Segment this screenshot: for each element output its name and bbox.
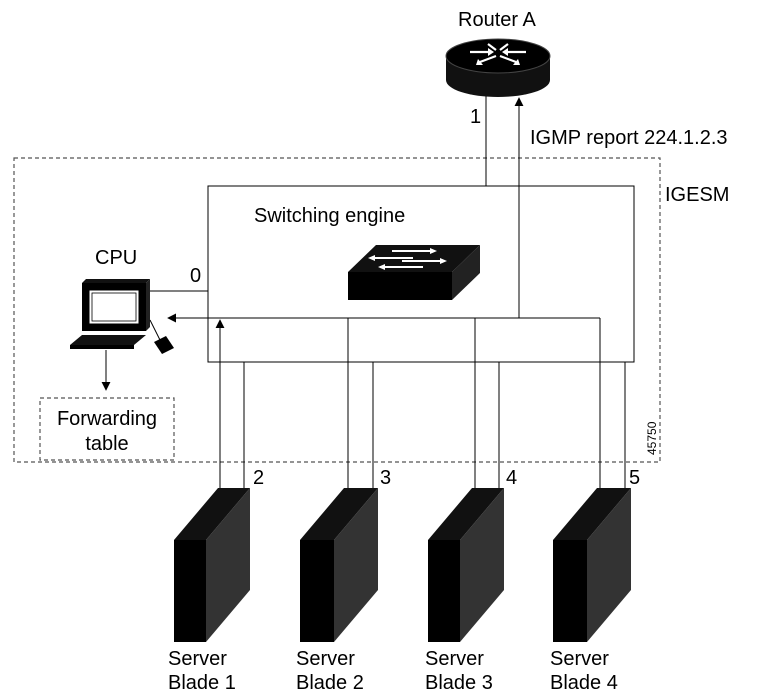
blade-1-label-line2: Blade 1 [168,672,236,694]
switching-engine-box [207,185,635,363]
blade-2-label-line2: Blade 2 [296,672,364,694]
blade-port-4: 4 [506,467,517,489]
forwarding-table-line2: table [85,433,128,455]
router-icon [445,38,551,97]
blade-2-label-line1: Server [296,648,355,670]
server-blade-3 [428,488,504,642]
figure-id: 45750 [645,421,659,455]
blade-4-label-line1: Server [550,648,609,670]
blade-port-3: 3 [380,467,391,489]
blade-port-2: 2 [253,467,264,489]
blade-3-label-line2: Blade 3 [425,672,493,694]
cpu-label: CPU [95,247,137,269]
igesm-label: IGESM [665,184,729,206]
switch-icon [348,245,480,300]
forwarding-table-line1: Forwarding [57,408,157,430]
router-port-label: 1 [470,106,481,128]
switching-engine-label: Switching engine [254,205,405,227]
cpu-port-label: 0 [190,265,201,287]
blade-3-label-line1: Server [425,648,484,670]
igmp-report-label: IGMP report 224.1.2.3 [530,127,728,149]
forwarding-table-box [39,397,175,461]
server-blade-2 [300,488,378,642]
igesm-boundary [13,157,661,463]
router-label: Router A [458,9,536,31]
server-blade-1 [174,488,250,642]
blade-4-label-line2: Blade 4 [550,672,618,694]
server-blade-4 [553,488,631,642]
blade-1-label-line1: Server [168,648,227,670]
blade-port-5: 5 [629,467,640,489]
cpu-icon [70,279,174,354]
